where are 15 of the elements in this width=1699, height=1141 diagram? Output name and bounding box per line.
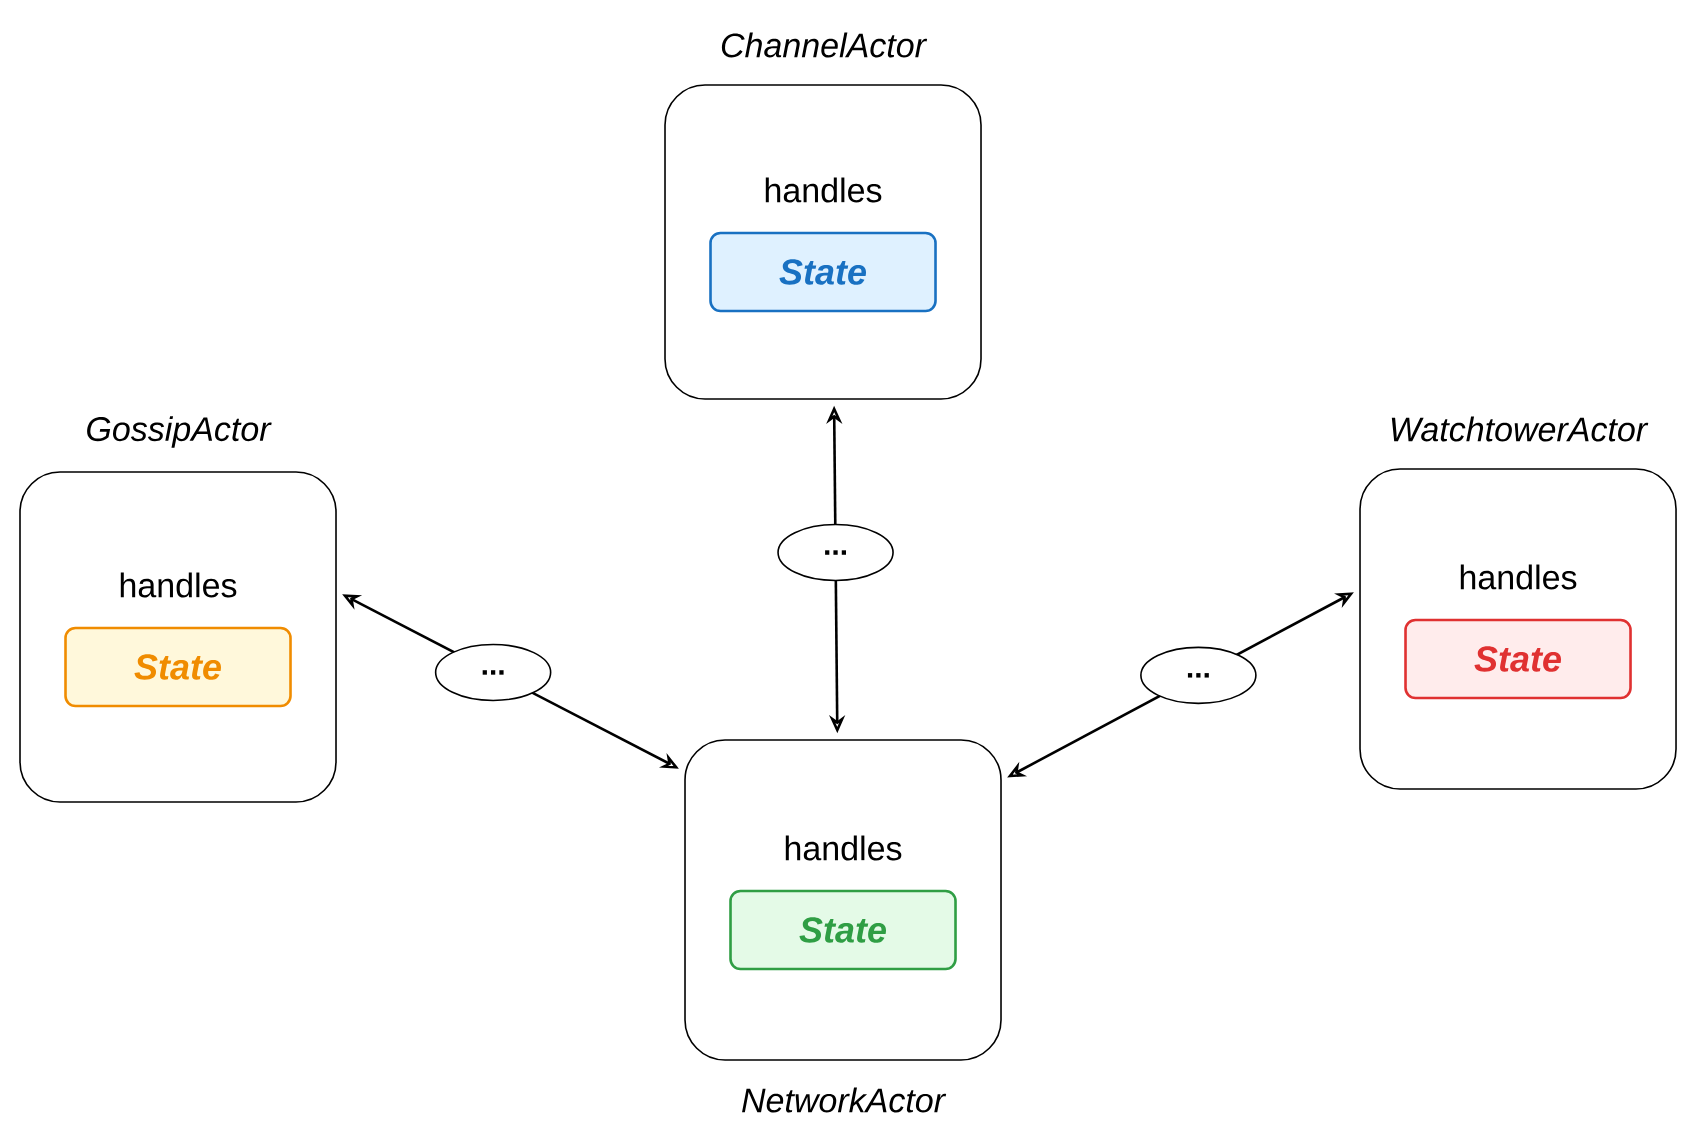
actor-title: ChannelActor	[721, 32, 928, 58]
state-box: State	[64, 626, 292, 708]
actor-title: GossipActor	[87, 416, 272, 448]
handles-text: handles	[785, 835, 902, 861]
speech-bubble: ...	[434, 643, 552, 702]
actor-title: WatchtowerActor	[1391, 416, 1649, 442]
state-box: State	[729, 889, 957, 971]
handles-text: handles	[765, 177, 882, 203]
state-box: State	[709, 231, 937, 313]
actor-title: NetworkActor	[742, 1087, 947, 1113]
handles-text: handles	[120, 572, 237, 598]
handles-text: handles	[1460, 564, 1577, 590]
speech-bubble: ...	[777, 523, 894, 582]
state-box: State	[1404, 618, 1632, 700]
speech-bubble: ...	[1140, 646, 1257, 705]
